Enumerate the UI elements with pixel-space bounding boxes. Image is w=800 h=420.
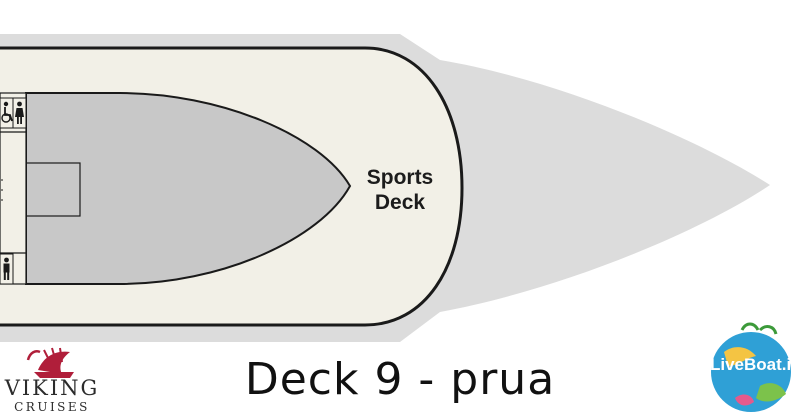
restroom-man-icon [0,253,14,285]
wheelchair-icon [0,97,14,129]
viking-logo-brand: VIKING [4,376,100,400]
liveboat-logo-text: LiveBoat.it [710,355,797,374]
deck-room [0,162,81,217]
viking-cruises-logo: VIKING CRUISES [0,342,110,420]
liveboat-globe [711,322,791,412]
sports-deck-label-line2: Deck [374,191,426,214]
sports-deck-label-line1: Sports [366,166,434,189]
sports-deck-label: Sports Deck [340,165,460,215]
restroom-woman-icon [12,97,27,129]
page-title: Deck 9 - prua [244,354,556,405]
viking-logo-subtitle: CRUISES [14,400,90,414]
liveboat-logo: LiveBoat.it [700,322,800,420]
viking-ship-emblem [26,347,74,378]
inner-area [25,92,352,285]
